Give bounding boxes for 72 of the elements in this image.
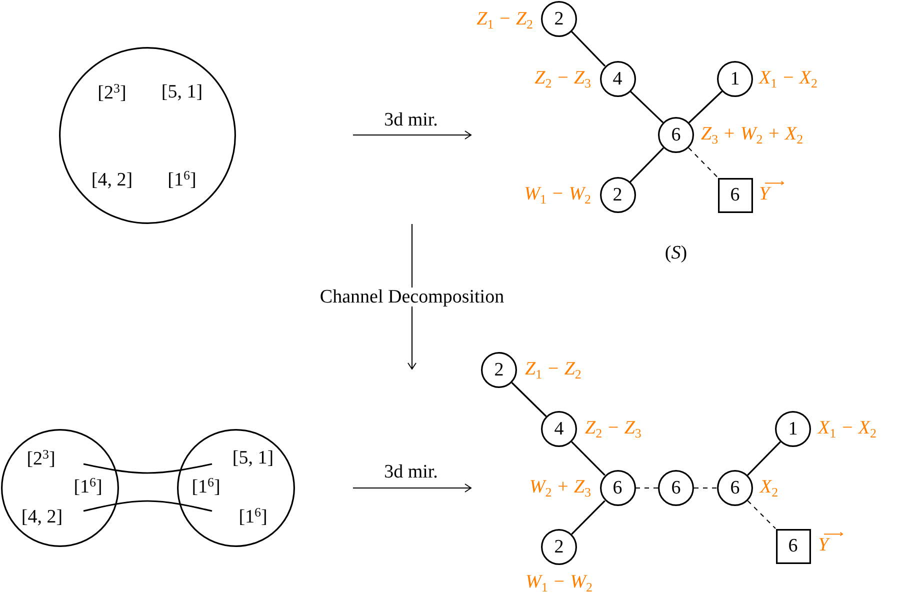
node-number: 1 (730, 70, 740, 88)
large-circle (0, 429, 118, 547)
node-annotation: Z$_{1}$ − Z$_{2}$ (476, 8, 533, 32)
node-number: 6 (612, 478, 622, 498)
partition-label: [2$^{3}$] (26, 450, 56, 468)
dashed-edge-line (747, 500, 776, 529)
large-circle (59, 46, 236, 224)
node-number: 6 (671, 478, 681, 498)
partition-label: [1$^{6}$] (192, 478, 220, 496)
caption-label: (S) (664, 244, 688, 262)
circle-node (481, 352, 517, 388)
circle-node (541, 529, 577, 565)
arrow-label: Channel Decomposition (318, 288, 506, 306)
edge-line (571, 500, 606, 535)
node-number: 6 (671, 126, 681, 144)
circle-node (600, 470, 636, 506)
node-number: 2 (554, 9, 564, 28)
large-circle (176, 429, 294, 547)
edge-line (570, 30, 606, 67)
node-annotation: Z$_{2}$ − Z$_{3}$ (534, 66, 591, 92)
circle-node (775, 411, 811, 447)
circle-node (541, 0, 577, 36)
edge-line (630, 147, 664, 183)
square-node (776, 528, 810, 564)
tube-curve (83, 500, 212, 512)
partition-label: [4, 2] (21, 508, 63, 526)
node-annotation: Z$_{1}$ − Z$_{2}$ (525, 358, 582, 382)
circle-node (600, 61, 636, 97)
node-annotation: W$_{1}$ − W$_{2}$ (526, 570, 592, 596)
circle-node (717, 470, 753, 506)
square-node (718, 178, 752, 212)
node-number: 6 (730, 478, 740, 498)
edge-line (571, 441, 606, 476)
node-annotation: W$_{1}$ − W$_{2}$ (524, 182, 591, 208)
node-annotation: Y⃗ (818, 534, 844, 558)
node-number: 6 (730, 186, 740, 204)
node-number: 4 (612, 70, 622, 88)
node-number: 1 (788, 420, 798, 438)
circle-node (658, 470, 694, 506)
edge-line (688, 90, 722, 124)
partition-label: [4, 2] (91, 170, 133, 190)
circle-node (541, 411, 577, 447)
node-number: 6 (788, 536, 798, 556)
arrow-label: 3d mir. (384, 462, 438, 482)
partition-label: [1$^{6}$] (74, 478, 102, 496)
node-number: 4 (554, 420, 564, 438)
dashed-edge-line (694, 487, 717, 489)
edge-line (747, 441, 781, 476)
node-number: 2 (612, 186, 622, 204)
circle-node (658, 117, 694, 153)
partition-label: [1$^{6}$] (168, 170, 196, 190)
partition-label: [1$^{6}$] (238, 508, 268, 526)
node-annotation: Z$_{2}$ − Z$_{3}$ (585, 416, 642, 442)
arrow-label: 3d mir. (384, 110, 438, 130)
tube-curve (83, 463, 212, 474)
partition-label: [5, 1] (232, 448, 274, 468)
circle-node (600, 177, 636, 213)
node-number: 2 (554, 538, 564, 556)
node-annotation: X$_{2}$ (760, 476, 778, 500)
partition-label: [5, 1] (161, 82, 203, 102)
edge-line (511, 382, 547, 417)
node-annotation: X$_{1}$ − X$_{2}$ (818, 416, 876, 442)
partition-label: [2$^{3}$] (98, 84, 126, 102)
node-annotation: Z$_{3}$ + W$_{2}$ + X$_{2}$ (701, 122, 804, 148)
node-annotation: Y⃗ (759, 182, 784, 208)
node-number: 2 (494, 360, 504, 380)
node-annotation: X$_{1}$ − X$_{2}$ (759, 66, 818, 92)
edge-line (630, 90, 664, 124)
dashed-edge-line (688, 147, 718, 178)
circle-node (717, 61, 753, 97)
dashed-edge-line (636, 487, 658, 489)
node-annotation: W$_{2}$ + Z$_{3}$ (529, 476, 591, 500)
